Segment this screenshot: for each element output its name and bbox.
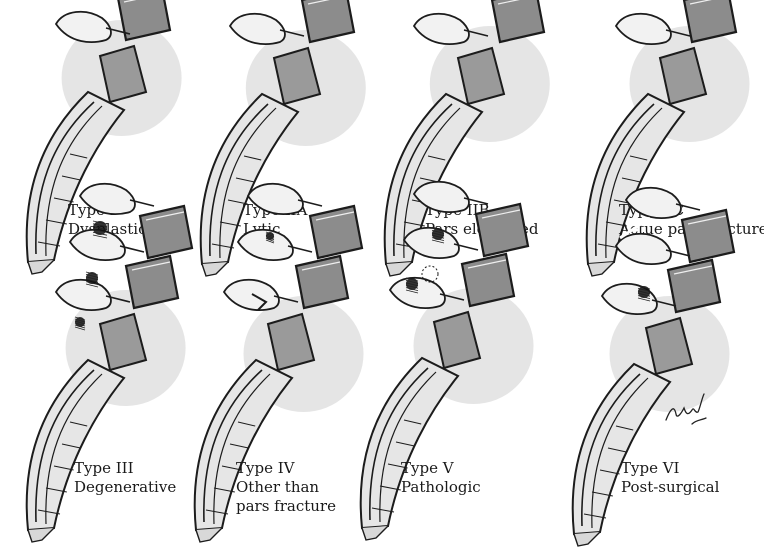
type-label: Type V	[401, 459, 481, 478]
type-description: Degenerative	[74, 478, 176, 497]
vertebral-body-l5	[492, 0, 544, 42]
vertebral-body-l5	[462, 254, 514, 306]
type-description: Pathologic	[401, 478, 481, 497]
vertebral-body-l5	[126, 256, 178, 308]
coccyx	[588, 262, 614, 276]
panel-type-4: Type IV Other than pars fracture	[182, 284, 378, 546]
coccyx	[574, 532, 600, 546]
sacrum	[573, 364, 670, 534]
posterior-element	[616, 14, 671, 44]
type-description: Other than	[236, 478, 336, 497]
vertebral-body-l5	[668, 260, 720, 312]
vertebral-body-l5	[684, 0, 736, 42]
type-description: Post-surgical	[621, 478, 719, 497]
panel-type-2b: Type IIB Pars elongated	[372, 14, 562, 278]
coccyx	[28, 260, 54, 274]
vertebral-body-l4	[682, 210, 734, 262]
vertebral-body-l4	[310, 206, 362, 258]
caption-type-4: Type IV Other than pars fracture	[236, 459, 336, 516]
posterior-element	[414, 14, 469, 44]
coccyx	[202, 262, 228, 276]
posterior-element	[56, 12, 111, 42]
coccyx	[28, 528, 54, 542]
vertebral-body-l4	[140, 206, 192, 258]
sacrum	[27, 360, 124, 530]
type-description: pars fracture	[236, 497, 336, 516]
vertebral-body-l5	[296, 256, 348, 308]
type-label: Type III	[74, 459, 176, 478]
coccyx	[362, 526, 388, 540]
sacrum	[361, 358, 458, 528]
artist-signature	[662, 384, 710, 432]
coccyx	[196, 528, 222, 542]
type-label: Type IV	[236, 459, 336, 478]
vertebral-body-l5	[302, 0, 354, 42]
caption-type-5: Type V Pathologic	[401, 459, 481, 497]
panel-type-6: Type VI Post-surgical	[548, 284, 744, 548]
posterior-element	[224, 280, 279, 310]
caption-type-6: Type VI Post-surgical	[621, 459, 719, 497]
panel-type-3: Type III Degenerative	[14, 278, 194, 546]
type-label: Type VI	[621, 459, 719, 478]
caption-type-3: Type III Degenerative	[74, 459, 176, 497]
vertebral-body-l4	[476, 204, 528, 256]
lumbosacral-spine-illustration	[352, 276, 548, 544]
posterior-element	[56, 280, 111, 310]
panel-type-2c: Type IIC Actue pars fracture	[568, 14, 764, 278]
lumbosacral-spine-illustration	[548, 284, 744, 548]
posterior-element	[230, 14, 285, 44]
coccyx	[386, 262, 412, 276]
vertebral-body-l5	[118, 0, 170, 40]
lumbosacral-spine-illustration	[14, 278, 194, 546]
panel-type-5: Type V Pathologic	[352, 276, 548, 544]
